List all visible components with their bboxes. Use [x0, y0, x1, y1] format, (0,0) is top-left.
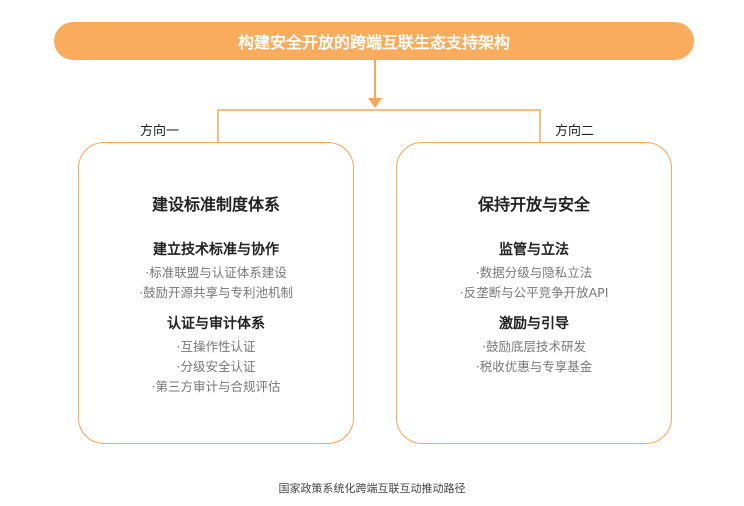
- direction-box-1: 建设标准制度体系 建立技术标准与协作 ·标准联盟与认证体系建设 ·鼓励开源共享与…: [78, 142, 354, 444]
- list-item: ·分级安全认证: [176, 359, 256, 374]
- group-title: 建立技术标准与协作: [153, 242, 279, 258]
- box-heading: 保持开放与安全: [477, 195, 590, 214]
- list-item: ·反垄断与公平竞争开放API: [459, 285, 609, 300]
- list-item: ·互操作性认证: [176, 339, 256, 354]
- arrow-head-icon: [368, 98, 382, 108]
- list-item: ·鼓励底层技术研发: [482, 339, 586, 354]
- direction-label-2: 方向二: [555, 124, 595, 139]
- direction-box-2: 保持开放与安全 监管与立法 ·数据分级与隐私立法 ·反垄断与公平竞争开放API …: [396, 142, 672, 444]
- list-item: ·第三方审计与合规评估: [151, 379, 281, 394]
- root-title: 构建安全开放的跨端互联生态支持架构: [54, 22, 694, 60]
- direction-label-1: 方向一: [140, 124, 180, 139]
- group-title: 认证与审计体系: [167, 316, 265, 332]
- box-heading: 建设标准制度体系: [151, 195, 280, 214]
- list-item: ·税收优惠与专享基金: [475, 359, 593, 374]
- list-item: ·数据分级与隐私立法: [475, 265, 593, 280]
- list-item: ·标准联盟与认证体系建设: [145, 265, 287, 280]
- list-item: ·鼓励开源共享与专利池机制: [139, 285, 293, 300]
- caption: 国家政策系统化跨端互联互动推动路径: [278, 482, 466, 495]
- group-title: 激励与引导: [499, 316, 569, 332]
- branch-bracket: [217, 109, 541, 142]
- group-title: 监管与立法: [499, 242, 569, 258]
